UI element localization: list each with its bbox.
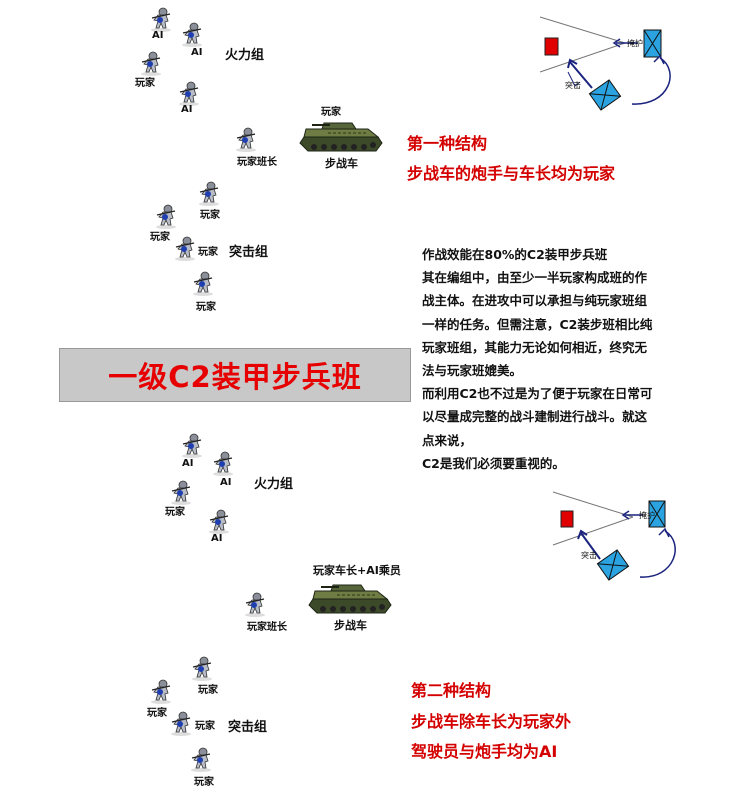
fire-team-label: 火力组 <box>254 477 294 492</box>
member-label: AI <box>220 477 232 488</box>
soldier-icon <box>178 81 200 106</box>
ifv-tank-icon <box>299 122 383 152</box>
soldier-icon <box>235 127 257 152</box>
banner-title: 一级C2装甲步兵班 <box>108 360 362 394</box>
soldier-icon <box>155 204 177 229</box>
member-label: 玩家 <box>150 232 170 243</box>
enemy-marker <box>560 510 574 528</box>
assault-team-label: 突击组 <box>228 720 268 735</box>
ifv-tank-icon <box>308 584 392 614</box>
soldier-icon <box>174 236 196 261</box>
paragraph-line: 而利用C2也不过是为了便于玩家在日常可 <box>422 386 653 402</box>
assault-team-label: 突击组 <box>229 245 269 260</box>
assault-label: 突击 <box>581 551 597 560</box>
paragraph-line: 点来说， <box>422 432 473 448</box>
enemy-marker <box>544 37 559 56</box>
assault-label: 突击 <box>565 81 581 90</box>
member-label: 玩家 <box>196 302 216 313</box>
paragraph-line: 战主体。在进攻中可以承担与纯玩家班组 <box>422 293 648 309</box>
structure-line-1: 步战车除车长为玩家外 <box>411 712 572 731</box>
member-label: AI <box>182 458 194 469</box>
squad-leader-label: 玩家班长 <box>247 622 287 633</box>
member-label: AI <box>181 104 193 115</box>
member-label: 玩家 <box>135 78 155 89</box>
friendly-assault-unit <box>588 79 622 111</box>
structure-title: 第一种结构 <box>407 134 488 153</box>
structure-title: 第二种结构 <box>411 681 492 700</box>
member-label: AI <box>211 533 223 544</box>
member-label: 玩家 <box>165 507 185 518</box>
tactic-diagram <box>552 491 676 581</box>
member-label: 玩家 <box>194 777 214 788</box>
soldier-icon <box>208 509 230 534</box>
member-label: 玩家 <box>147 708 167 719</box>
soldier-icon <box>244 592 266 617</box>
member-label: 玩家 <box>195 721 215 732</box>
description-paragraph: 作战效能在80%的C2装甲步兵班 其在编组中，由至少一半玩家构成班的作 战主体。… <box>422 243 692 475</box>
soldier-icon <box>181 22 203 47</box>
paragraph-line: 作战效能在80%的C2装甲步兵班 <box>422 247 608 262</box>
paragraph-line: 以尽量成完整的战斗建制进行战斗。就这 <box>422 409 648 425</box>
soldier-icon <box>150 7 172 32</box>
member-label: 玩家 <box>198 685 218 696</box>
vehicle-label: 步战车 <box>334 619 367 632</box>
fire-team-label: 火力组 <box>225 48 265 63</box>
paragraph-line: C2是我们必须要重视的。 <box>422 455 565 471</box>
paragraph-line: 玩家班组，其能力无论如何相近，终究无 <box>422 339 648 355</box>
member-label: AI <box>191 47 203 58</box>
cover-label: 掩护 <box>639 511 655 520</box>
soldier-icon <box>140 51 162 76</box>
friendly-assault-unit <box>596 549 630 581</box>
vehicle-label: 步战车 <box>325 157 358 170</box>
structure-line-2: 驾驶员与炮手均为AI <box>411 742 558 761</box>
soldier-icon <box>150 679 172 704</box>
member-label: AI <box>152 30 164 41</box>
soldier-icon <box>192 271 214 296</box>
squad-leader-label: 玩家班长 <box>237 157 277 168</box>
paragraph-line: 法与玩家班媲美。 <box>422 363 523 379</box>
structure-desc: 步战车的炮手与车长均为玩家 <box>407 164 616 183</box>
vehicle-crew-label: 玩家车长+AI乘员 <box>313 564 401 577</box>
soldier-icon <box>191 656 213 681</box>
title-banner: 一级C2装甲步兵班 <box>59 348 411 402</box>
soldier-icon <box>170 480 192 505</box>
soldier-icon <box>198 181 220 206</box>
soldier-icon <box>212 451 234 476</box>
tactic-diagram <box>539 16 671 111</box>
paragraph-line: 一样的任务。但需注意，C2装步班相比纯 <box>422 316 653 332</box>
cover-label: 掩护 <box>627 39 643 48</box>
vehicle-crew-label: 玩家 <box>321 107 341 118</box>
paragraph-line: 其在编组中，由至少一半玩家构成班的作 <box>422 270 648 286</box>
member-label: 玩家 <box>200 210 220 221</box>
soldier-icon <box>190 747 212 772</box>
soldier-icon <box>181 433 203 458</box>
soldier-icon <box>170 711 192 736</box>
member-label: 玩家 <box>198 247 218 258</box>
